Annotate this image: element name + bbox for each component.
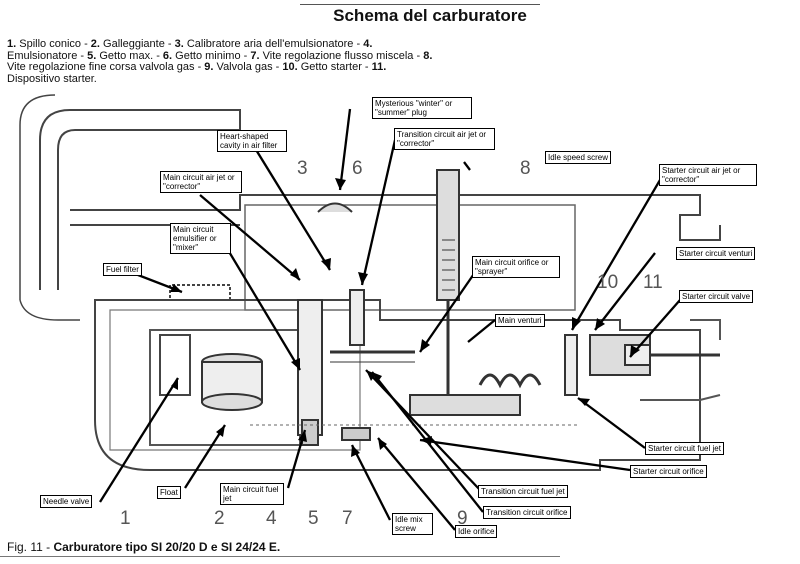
part-number-6: 6	[352, 158, 363, 179]
part-number-9: 9	[457, 508, 468, 529]
part-number-1: 1	[120, 508, 131, 529]
label-main-emulsifier: Main circuit emulsifier or "mixer"	[170, 223, 231, 254]
part-number-7: 7	[342, 508, 353, 529]
label-transition-air-jet: Transition circuit air jet or "corrector…	[394, 128, 495, 150]
label-fuel-filter: Fuel filter	[103, 263, 142, 276]
legend-item: 7. Vite regolazione flusso miscela -	[250, 49, 424, 62]
legend-item: 6. Getto minimo -	[162, 49, 251, 62]
title-rule	[300, 4, 540, 5]
part-number-11: 11	[643, 272, 663, 293]
figure-caption: Fig. 11 - Carburatore tipo SI 20/20 D e …	[7, 540, 281, 554]
label-idle-mix-screw: Idle mix screw	[392, 513, 433, 535]
legend-text: 1. Spillo conico - 2. Galleggiante - 3. …	[7, 38, 437, 85]
label-transition-orifice: Transition circuit orifice	[483, 506, 571, 519]
part-number-3: 3	[297, 158, 308, 179]
legend-item: 10. Getto starter -	[282, 61, 372, 73]
label-main-fuel-jet: Main circuit fuel jet	[220, 483, 284, 505]
legend-item: 8. Vite regolazione fine corsa valvola g…	[7, 49, 433, 73]
part-number-10: 10	[597, 272, 619, 293]
legend-item: 9. Valvola gas -	[204, 61, 283, 73]
label-transition-fuel-jet: Transition circuit fuel jet	[478, 485, 568, 498]
part-number-8: 8	[520, 158, 531, 179]
legend-item: 11. Dispositivo starter.	[7, 61, 387, 85]
label-needle-valve: Needle valve	[40, 495, 93, 508]
label-starter-fuel-jet: Starter circuit fuel jet	[645, 442, 724, 455]
legend-item: 2. Galleggiante -	[90, 38, 175, 50]
legend-item: 4. Emulsionatore -	[7, 38, 373, 62]
legend-item: 3. Calibratore aria dell'emulsionatore -	[174, 38, 364, 50]
label-starter-valve: Starter circuit valve	[679, 290, 754, 303]
label-heart-cavity: Heart-shaped cavity in air filter	[217, 130, 287, 152]
label-starter-venturi: Starter circuit venturi	[676, 247, 756, 260]
part-number-4: 4	[266, 508, 277, 529]
part-number-2: 2	[214, 508, 225, 529]
legend-item: 1. Spillo conico -	[7, 38, 91, 50]
label-idle-speed-screw: Idle speed screw	[545, 151, 612, 164]
label-main-orifice: Main circuit orifice or "sprayer"	[472, 256, 560, 278]
legend-item: 5. Getto max. -	[87, 49, 163, 62]
diagram-title: Schema del carburatore	[333, 6, 527, 25]
label-mysterious-plug: Mysterious "winter" or "summer" plug	[372, 97, 472, 119]
label-starter-air-jet: Starter circuit air jet or "corrector"	[659, 164, 757, 186]
label-main-air-jet: Main circuit air jet or "corrector"	[160, 171, 242, 193]
label-float: Float	[157, 486, 181, 499]
label-idle-orifice: Idle orifice	[455, 525, 498, 538]
label-starter-orifice: Starter circuit orifice	[630, 465, 707, 478]
bottom-rule	[0, 556, 560, 557]
part-number-5: 5	[308, 508, 319, 529]
label-main-venturi: Main venturi	[495, 314, 545, 327]
